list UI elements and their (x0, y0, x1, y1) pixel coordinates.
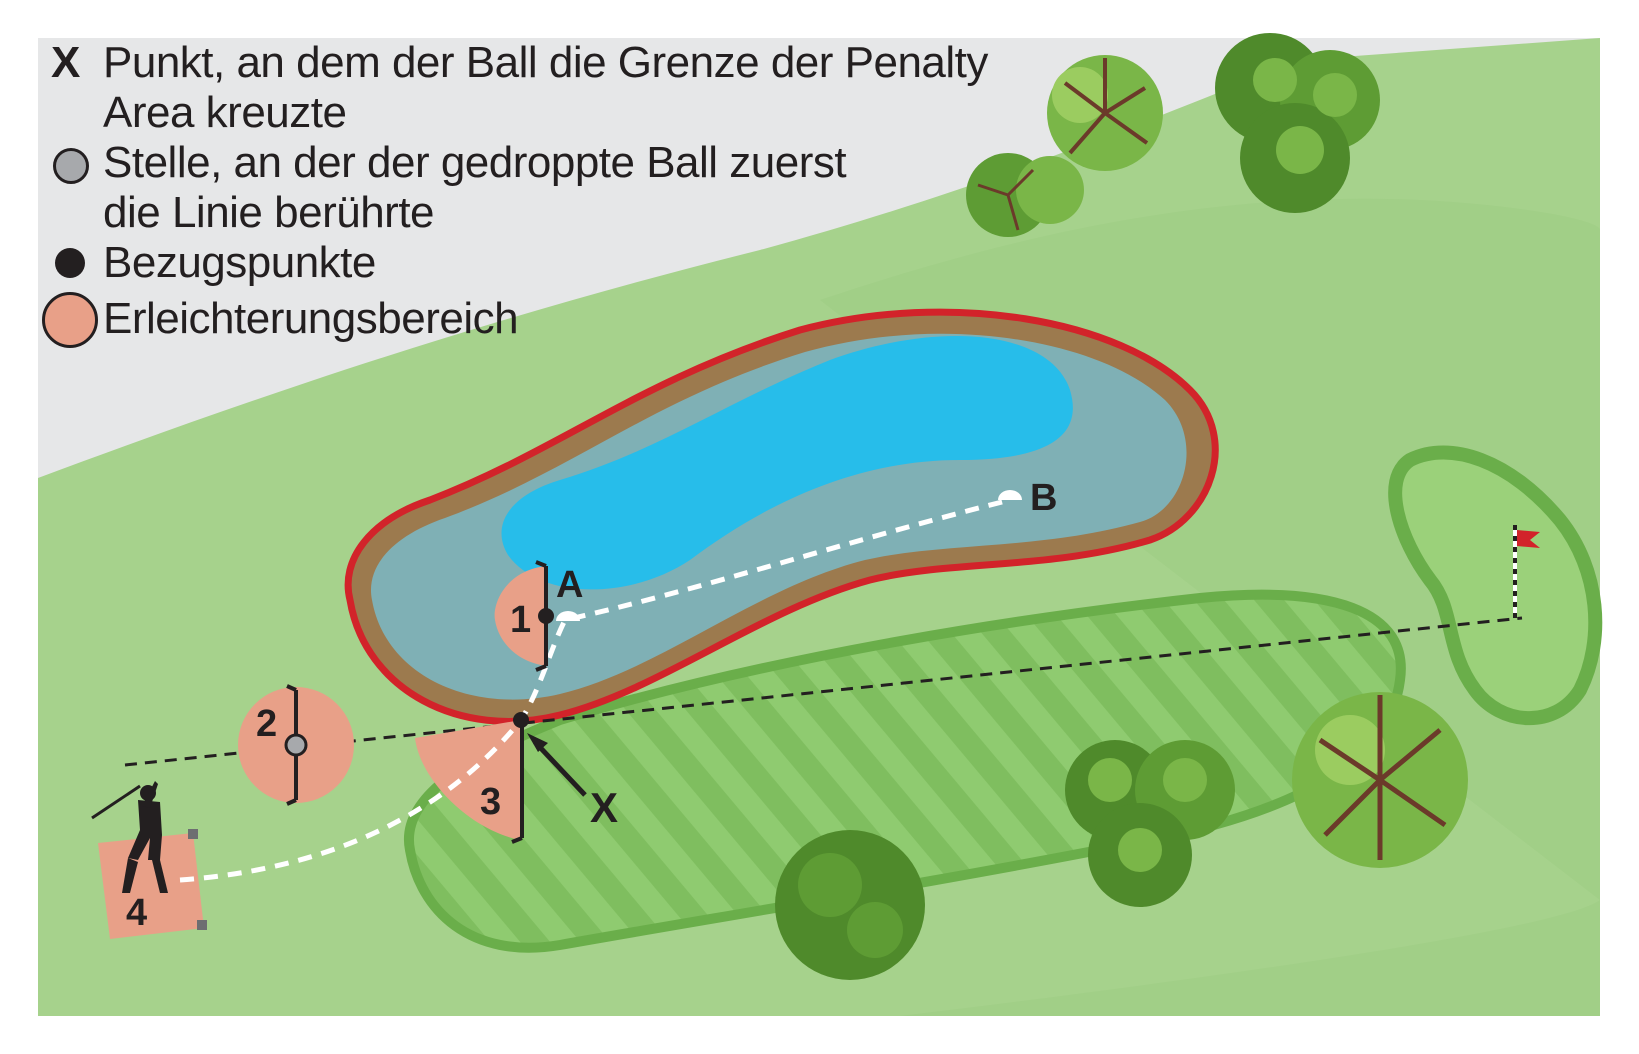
relief-area-3-boundary (511, 722, 524, 844)
flag-icon (1513, 525, 1540, 618)
ball-b (998, 490, 1022, 500)
legend-black-text: Bezugspunkte (103, 238, 376, 287)
reference-line (124, 616, 1523, 767)
tree-top-2 (1215, 33, 1380, 213)
label-point-x: X (590, 784, 618, 831)
relief-area-4-corner-br (197, 920, 207, 930)
black-dot-icon (55, 248, 85, 278)
legend-reference-points: Bezugspunkte (45, 238, 1005, 288)
label-area-1: 1 (510, 599, 531, 641)
arrow-x (527, 733, 587, 797)
legend-relief-area: Erleichterungsbereich (42, 292, 1005, 348)
label-point-b: B (1030, 477, 1057, 519)
legend-gray-text-1: Stelle, an der der gedroppte Ball zuerst (103, 138, 847, 187)
legend-gray-text-2: die Linie berührte (103, 188, 435, 237)
reference-point-1 (538, 608, 554, 624)
legend-peach-text: Erleichterungsbereich (103, 294, 519, 343)
relief-area-4-corner-tl (188, 829, 198, 839)
ball-path (179, 497, 1011, 883)
deep-water (501, 336, 1073, 590)
ball-a (556, 611, 580, 621)
relief-area-4 (98, 833, 204, 939)
reference-point-x (513, 712, 529, 728)
fairway (403, 589, 1406, 953)
putting-green (1388, 445, 1603, 726)
label-point-a: A (556, 564, 583, 606)
legend-x-marker: X (51, 38, 80, 87)
tree-bottom-2 (1292, 692, 1468, 868)
label-area-3: 3 (480, 781, 501, 823)
legend-drop-point: Stelle, an der der gedroppte Ball zuerst… (45, 138, 1005, 238)
tree-bottom-1 (1065, 740, 1235, 907)
label-area-2: 2 (256, 703, 277, 745)
legend: X Punkt, an dem der Ball die Grenze der … (42, 38, 1005, 348)
relief-area-1 (494, 566, 547, 666)
peach-dot-icon (42, 292, 98, 348)
golfer-icon (91, 781, 168, 893)
tree-top-1 (1047, 55, 1163, 171)
label-area-4: 4 (126, 892, 147, 934)
legend-x-text-1: Punkt, an dem der Ball die Grenze der Pe… (103, 38, 988, 87)
tree-bottom-3 (775, 830, 925, 980)
drop-point-2 (284, 733, 308, 757)
legend-x-text-2: Area kreuzte (103, 88, 347, 137)
gray-dot-icon (53, 148, 89, 184)
legend-x: X Punkt, an dem der Ball die Grenze der … (45, 38, 1005, 138)
tree-top-3 (966, 153, 1084, 237)
